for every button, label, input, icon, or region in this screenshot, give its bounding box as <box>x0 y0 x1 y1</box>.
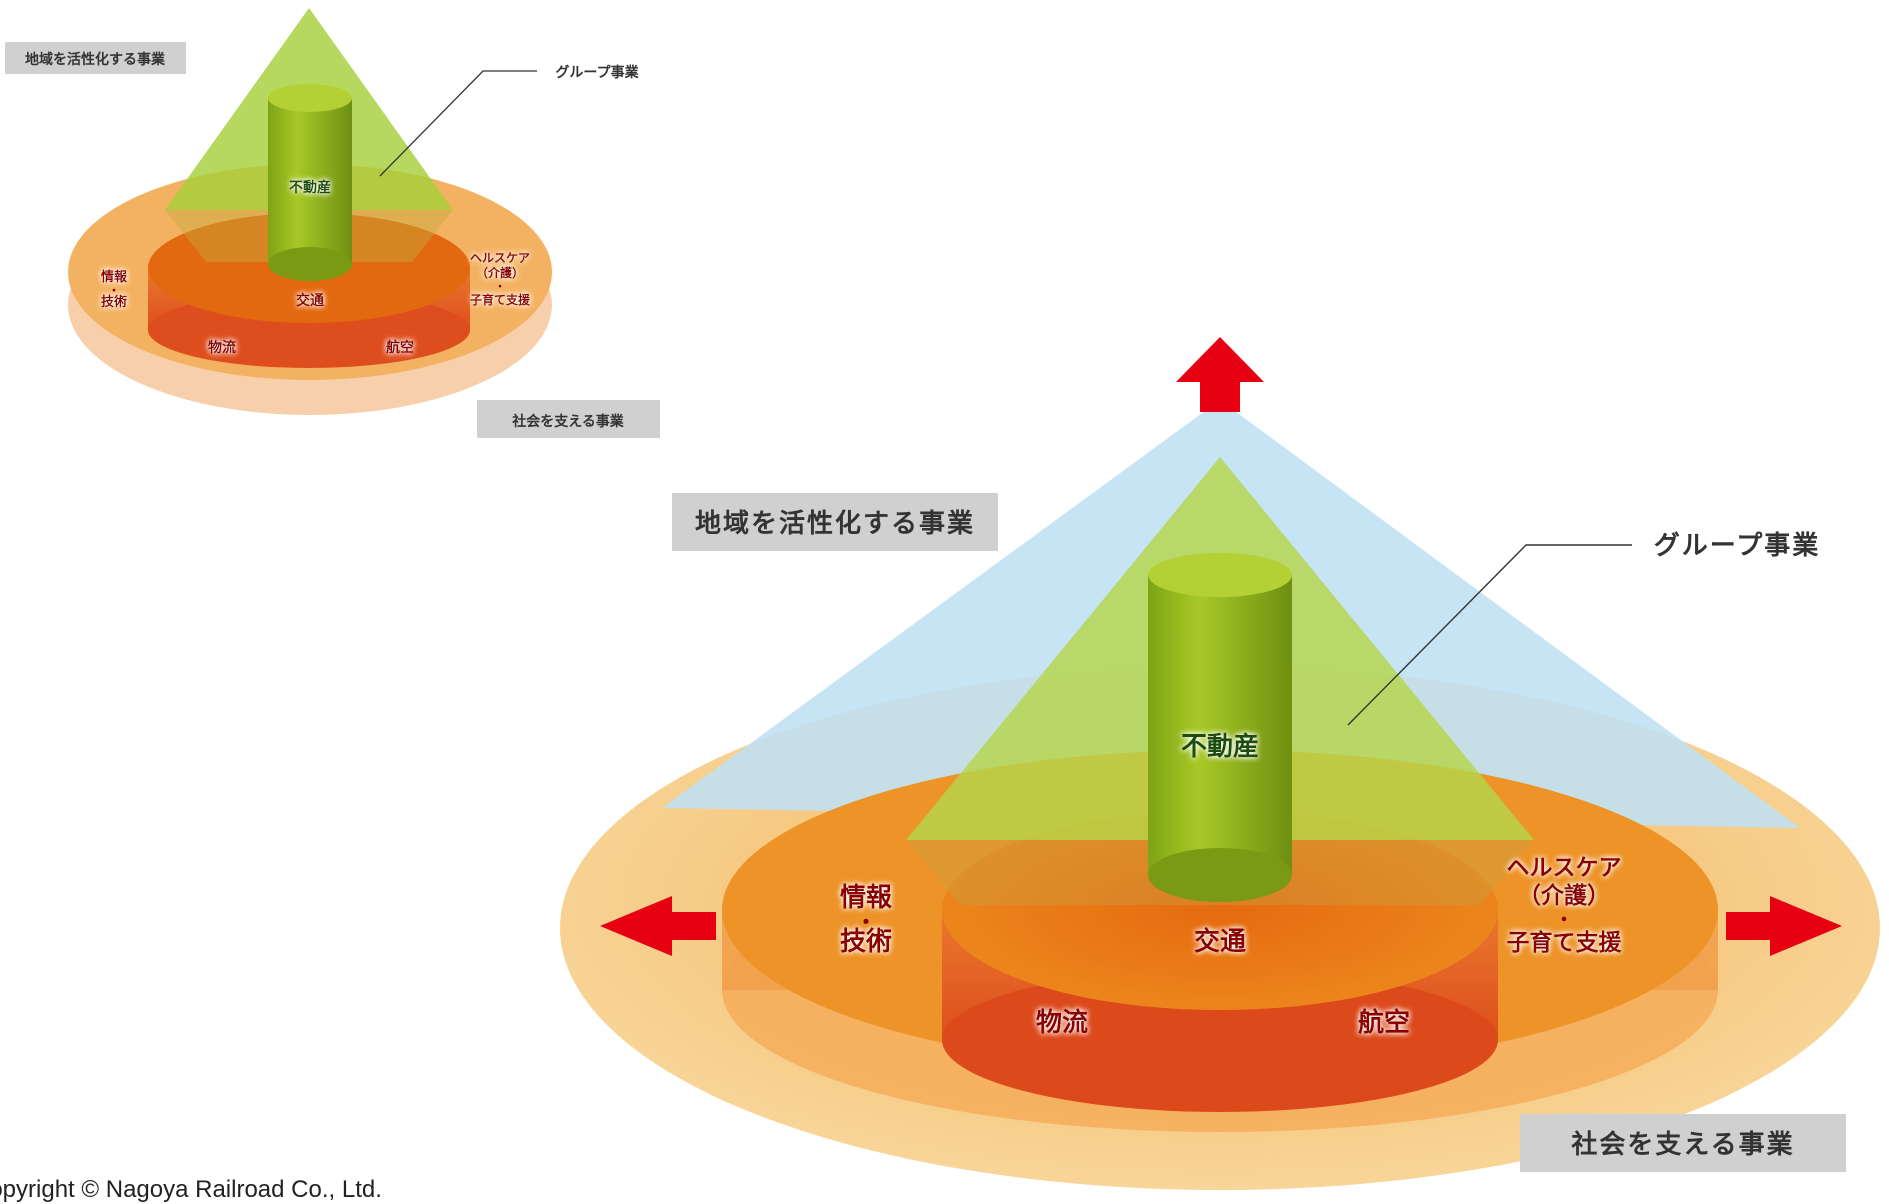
large-inner-disc-bottom <box>942 968 1498 1112</box>
large-cylinder-top <box>1148 553 1292 597</box>
copyright-text: Copyright © Nagoya Railroad Co., Ltd. <box>0 1176 382 1203</box>
large-transport-label: 交通 <box>1194 926 1246 957</box>
large-society-label: 社会を支える事業 <box>1571 1129 1794 1160</box>
large-health-dot: ・ <box>1555 910 1573 931</box>
small-regional-label: 地域を活性化する事業 <box>25 51 166 68</box>
small-society-label: 社会を支える事業 <box>511 413 625 430</box>
small-health-dot: ・ <box>495 282 505 293</box>
up-arrow-icon <box>1176 337 1264 412</box>
small-realestate-label: 不動産 <box>289 179 331 196</box>
large-cylinder-body <box>1148 575 1292 875</box>
small-diagram: 地域を活性化する事業 グループ事業 社会を支える事業 不動産 交通 情報 ・ 技… <box>5 8 660 438</box>
small-cylinder-body <box>268 98 352 264</box>
large-regional-label: 地域を活性化する事業 <box>695 509 975 539</box>
large-it-line2: 技術 <box>840 927 892 957</box>
large-cylinder-bottom <box>1148 848 1292 902</box>
small-it-line2: 技術 <box>101 294 127 310</box>
small-aviation-label: 航空 <box>386 339 414 356</box>
small-health-line1: ヘルスケア <box>470 251 530 265</box>
small-cylinder-top <box>268 84 352 112</box>
small-transport-label: 交通 <box>296 292 324 309</box>
large-health-line2: （介護） <box>1518 882 1610 909</box>
small-society-label-box <box>477 400 660 438</box>
left-arrow-icon <box>600 896 716 956</box>
large-group-leader-line <box>1347 544 1632 726</box>
large-aviation-label: 航空 <box>1358 1007 1410 1038</box>
large-logistics-label: 物流 <box>1036 1008 1088 1038</box>
small-it-dot: ・ <box>109 284 120 297</box>
large-health-line3: 子育て支援 <box>1507 929 1623 956</box>
small-regional-label-box <box>5 42 186 74</box>
large-group-label: グループ事業 <box>1654 531 1820 561</box>
large-regional-label-box <box>672 493 998 551</box>
large-health-line1: ヘルスケア <box>1507 855 1622 881</box>
large-it-dot: ・ <box>856 910 876 934</box>
small-group-label: グループ事業 <box>555 64 639 81</box>
small-health-line2: （介護） <box>476 265 524 280</box>
small-cylinder-bottom <box>268 247 352 281</box>
small-group-leader-line <box>379 70 537 177</box>
right-arrow-icon <box>1726 896 1842 956</box>
large-it-line1: 情報 <box>840 883 893 913</box>
large-diagram: 地域を活性化する事業 グループ事業 社会を支える事業 不動産 交通 情報 ・ 技… <box>560 337 1880 1190</box>
large-realestate-label: 不動産 <box>1181 731 1259 762</box>
small-it-line1: 情報 <box>101 269 128 285</box>
large-inner-disc-top <box>942 810 1498 1010</box>
small-health-line3: 子育て支援 <box>470 292 531 307</box>
large-society-label-box <box>1520 1114 1846 1172</box>
small-logistics-label: 物流 <box>208 339 236 356</box>
